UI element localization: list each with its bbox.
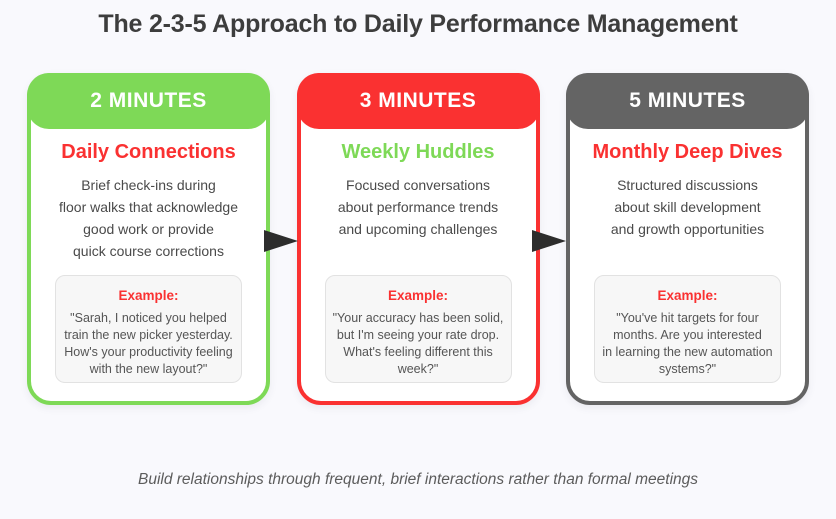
right-arrow-icon xyxy=(264,229,298,253)
card-description: Brief check-ins during floor walks that … xyxy=(59,177,238,259)
card-description: Focused conversations about performance … xyxy=(337,177,499,237)
card-description: Structured discussions about skill devel… xyxy=(610,177,765,237)
example-text: "You've hit targets for four months. Are… xyxy=(602,311,773,376)
example-box: Example: "Sarah, I noticed you helped tr… xyxy=(55,275,242,383)
duration-header: 5 MINUTES xyxy=(566,73,809,129)
card-heading: Monthly Deep Dives xyxy=(592,141,783,163)
card-content: Weekly Huddles Focused conversations abo… xyxy=(301,77,536,240)
card-heading: Daily Connections xyxy=(61,141,236,163)
example-box: Example: "You've hit targets for four mo… xyxy=(594,275,781,383)
cards-row: 2 MINUTES Daily Connections Brief check-… xyxy=(0,73,836,405)
example-box: Example: "Your accuracy has been solid, … xyxy=(324,275,512,383)
card-daily-connections: 2 MINUTES Daily Connections Brief check-… xyxy=(27,73,270,405)
right-arrow-icon xyxy=(532,229,566,253)
card-weekly-huddles: 3 MINUTES Weekly Huddles Focused convers… xyxy=(296,73,540,405)
duration-header: 2 MINUTES xyxy=(27,73,270,129)
example-text: "Sarah, I noticed you helped train the n… xyxy=(64,311,233,376)
footer-note: Build relationships through frequent, br… xyxy=(137,471,699,488)
card-monthly-deep-dives: 5 MINUTES Monthly Deep Dives Structured … xyxy=(566,73,809,405)
card-content: Daily Connections Brief check-ins during… xyxy=(31,77,266,262)
card-content: Monthly Deep Dives Structured discussion… xyxy=(570,77,805,240)
example-label: Example: xyxy=(118,288,179,303)
example-label: Example: xyxy=(657,288,718,303)
card-heading: Weekly Huddles xyxy=(341,141,495,163)
page-title: The 2-3-5 Approach to Daily Performance … xyxy=(98,10,738,38)
example-text: "Your accuracy has been solid, but I'm s… xyxy=(332,311,504,376)
duration-header: 3 MINUTES xyxy=(296,73,540,129)
example-label: Example: xyxy=(387,288,449,303)
